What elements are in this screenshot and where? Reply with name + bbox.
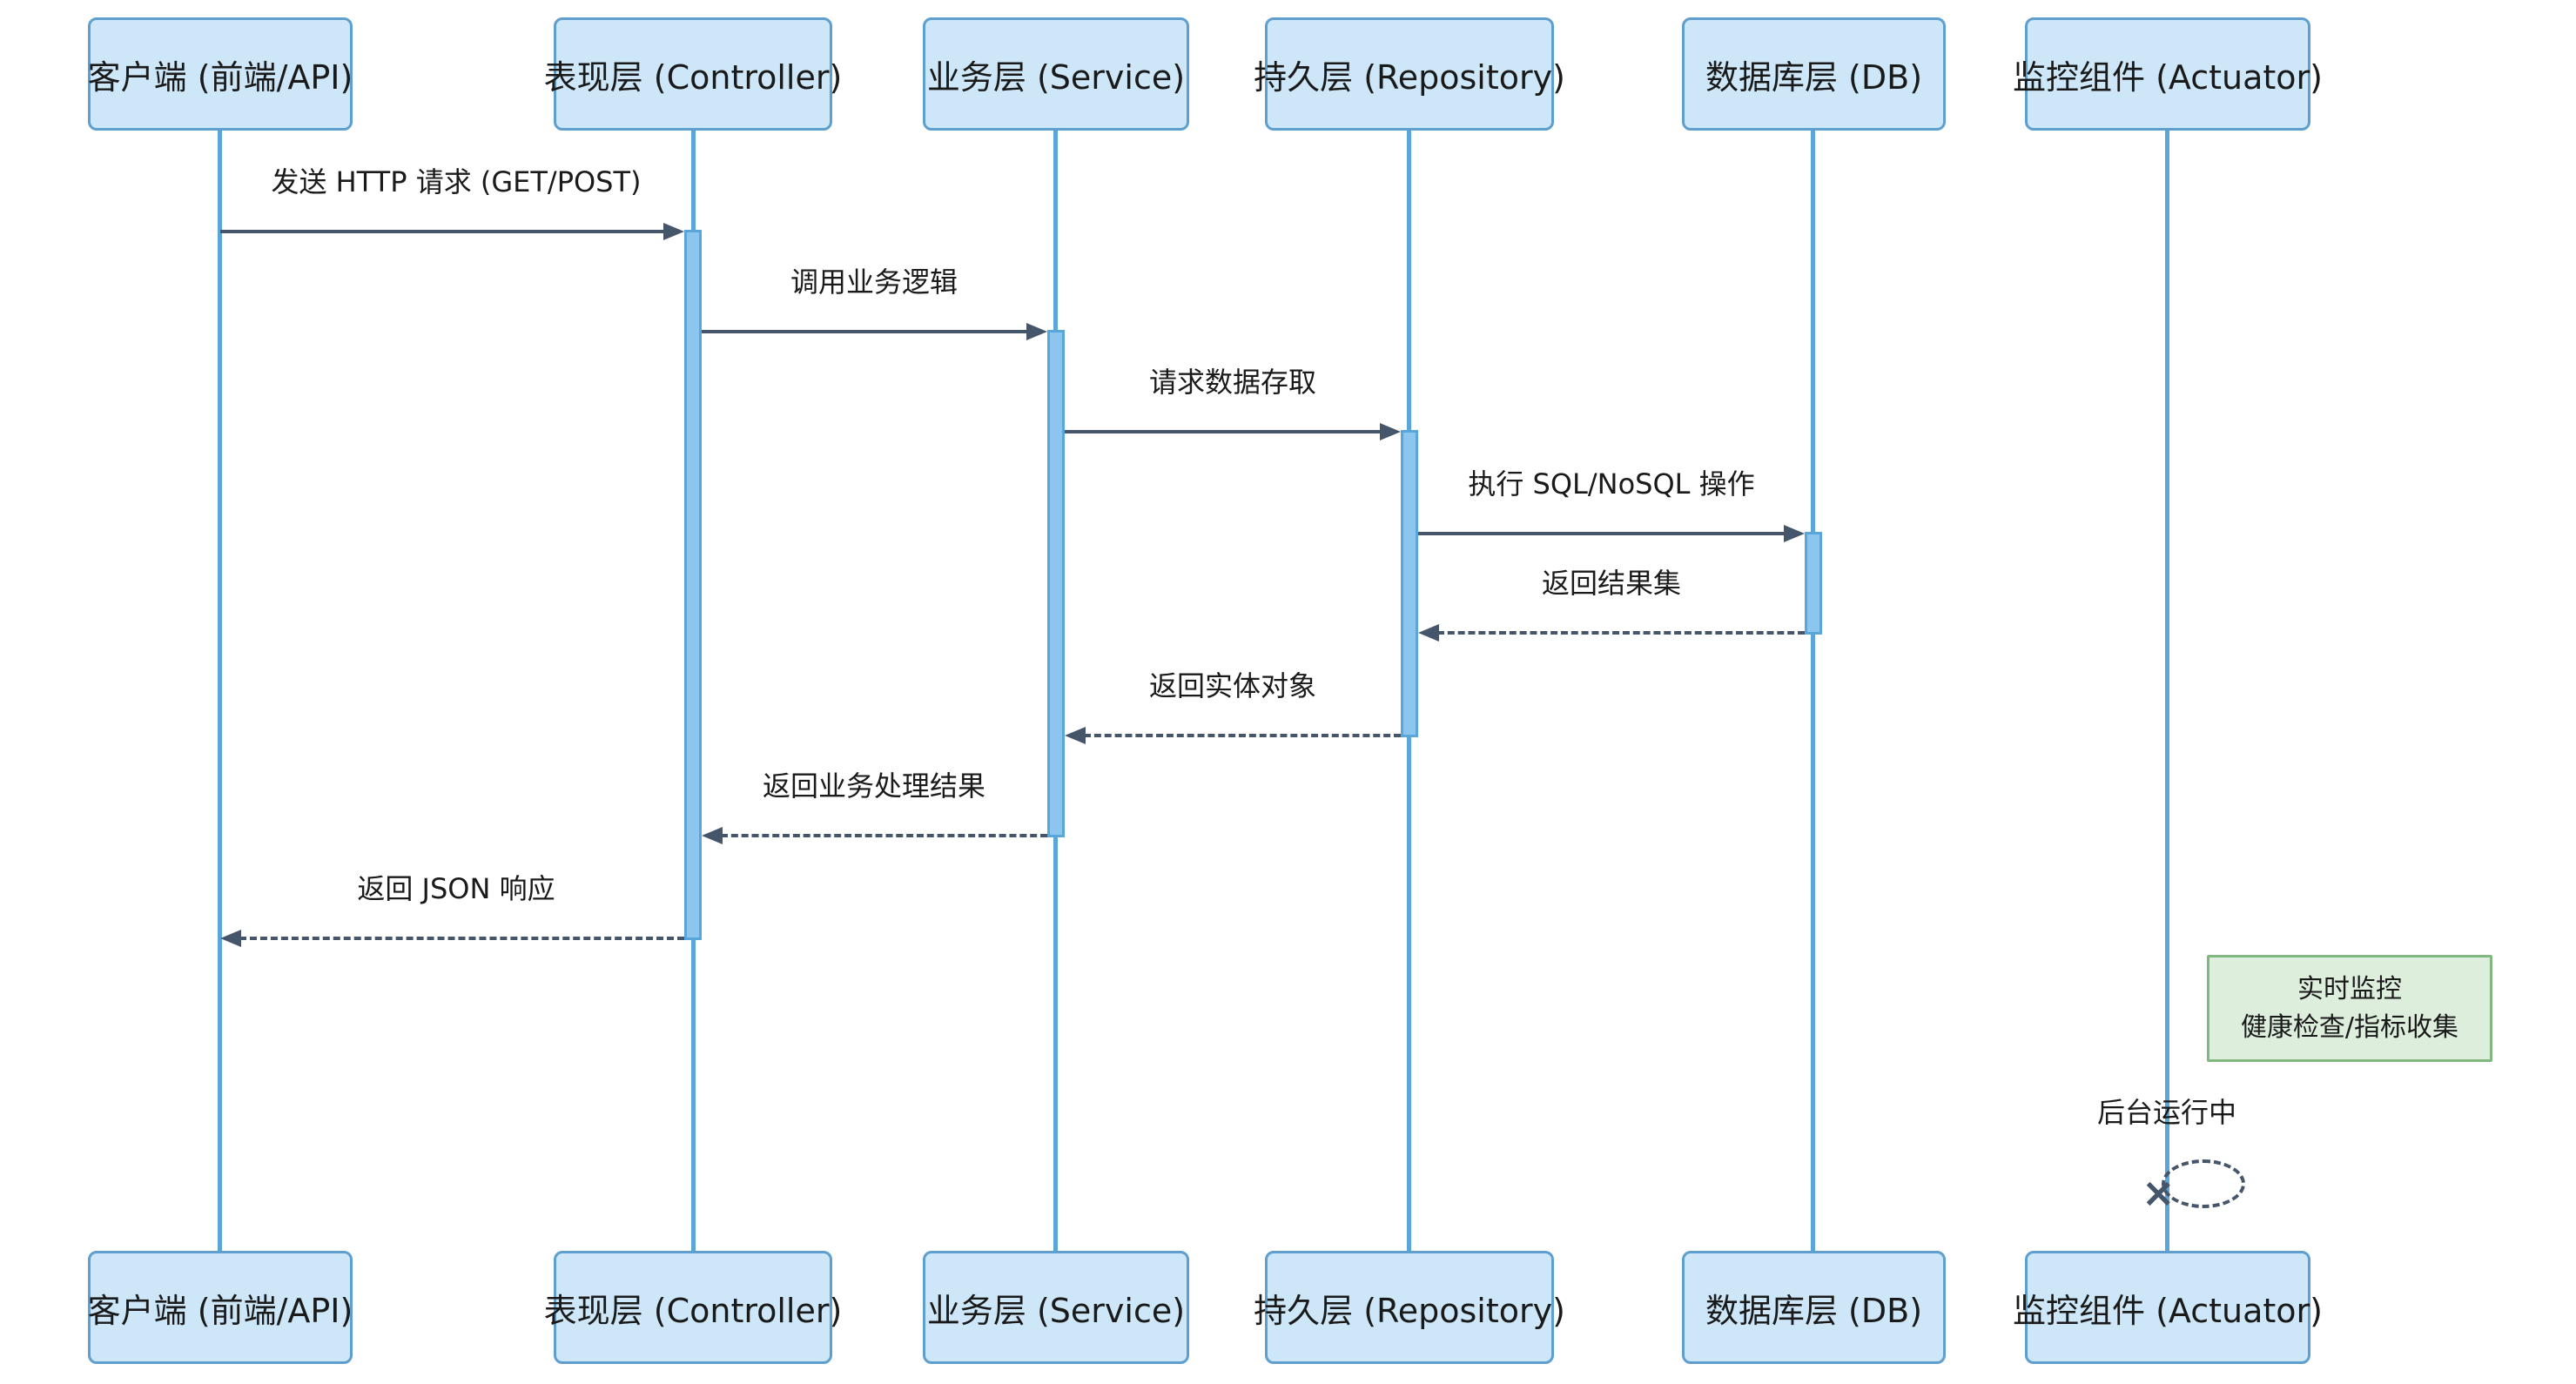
actor-box-repository-top: 持久层 (Repository) <box>1254 17 1565 131</box>
lifeline-client <box>218 131 222 1252</box>
actor-box-repository-bottom: 持久层 (Repository) <box>1254 1251 1565 1364</box>
message-5-line <box>1437 631 1805 635</box>
actor-box-db-top: 数据库层 (DB) <box>1682 17 1946 131</box>
message-1-arrowhead-icon <box>663 223 684 240</box>
actor-box-db-bottom: 数据库层 (DB) <box>1682 1251 1946 1364</box>
actor-box-controller-top: 表现层 (Controller) <box>544 17 842 131</box>
activation-db <box>1805 532 1822 635</box>
message-7-label: 返回业务处理结果 <box>762 769 986 803</box>
message-1-line <box>220 230 665 233</box>
message-8-label: 返回 JSON 响应 <box>357 872 555 905</box>
message-4-label: 执行 SQL/NoSQL 操作 <box>1468 467 1755 501</box>
message-7-arrowhead-icon <box>702 827 723 844</box>
message-5-arrowhead-icon <box>1418 624 1439 642</box>
activation-service <box>1047 330 1065 837</box>
message-4-arrowhead-icon <box>1784 525 1805 542</box>
message-5-label: 返回结果集 <box>1541 567 1682 600</box>
actor-box-client-bottom: 客户端 (前端/API) <box>88 1251 353 1364</box>
actor-box-controller-bottom: 表现层 (Controller) <box>544 1251 842 1364</box>
message-2-line <box>702 330 1028 333</box>
self-message-cross-icon: × <box>2142 1169 2176 1216</box>
message-6-line <box>1084 734 1401 737</box>
message-6-label: 返回实体对象 <box>1148 669 1317 702</box>
activation-controller <box>684 230 702 940</box>
message-3-arrowhead-icon <box>1380 423 1401 440</box>
message-4-line <box>1418 532 1786 535</box>
message-3-label: 请求数据存取 <box>1148 366 1317 399</box>
self-message-label: 后台运行中 <box>2096 1096 2237 1129</box>
message-6-arrowhead-icon <box>1065 727 1086 744</box>
message-2-label: 调用业务逻辑 <box>790 265 958 299</box>
self-message-loop-icon <box>2162 1159 2245 1208</box>
actor-box-service-bottom: 业务层 (Service) <box>923 1251 1189 1364</box>
note-line-2: 健康检查/指标收集 <box>2240 1011 2459 1043</box>
actor-box-client-top: 客户端 (前端/API) <box>88 17 353 131</box>
message-8-line <box>239 937 684 940</box>
activation-repository <box>1401 430 1418 737</box>
message-3-line <box>1065 430 1382 433</box>
note-line-1: 实时监控 <box>2297 973 2402 1004</box>
message-2-arrowhead-icon <box>1026 323 1047 340</box>
message-8-arrowhead-icon <box>220 930 241 947</box>
lifeline-db <box>1811 131 1815 1252</box>
message-1-label: 发送 HTTP 请求 (GET/POST) <box>271 165 642 198</box>
note-monitoring: 实时监控 健康检查/指标收集 <box>2207 955 2492 1062</box>
message-7-line <box>721 834 1047 837</box>
lifeline-actuator <box>2165 131 2169 1252</box>
actor-box-actuator-bottom: 监控组件 (Actuator) <box>2013 1251 2323 1364</box>
actor-box-service-top: 业务层 (Service) <box>923 17 1189 131</box>
actor-box-actuator-top: 监控组件 (Actuator) <box>2013 17 2323 131</box>
